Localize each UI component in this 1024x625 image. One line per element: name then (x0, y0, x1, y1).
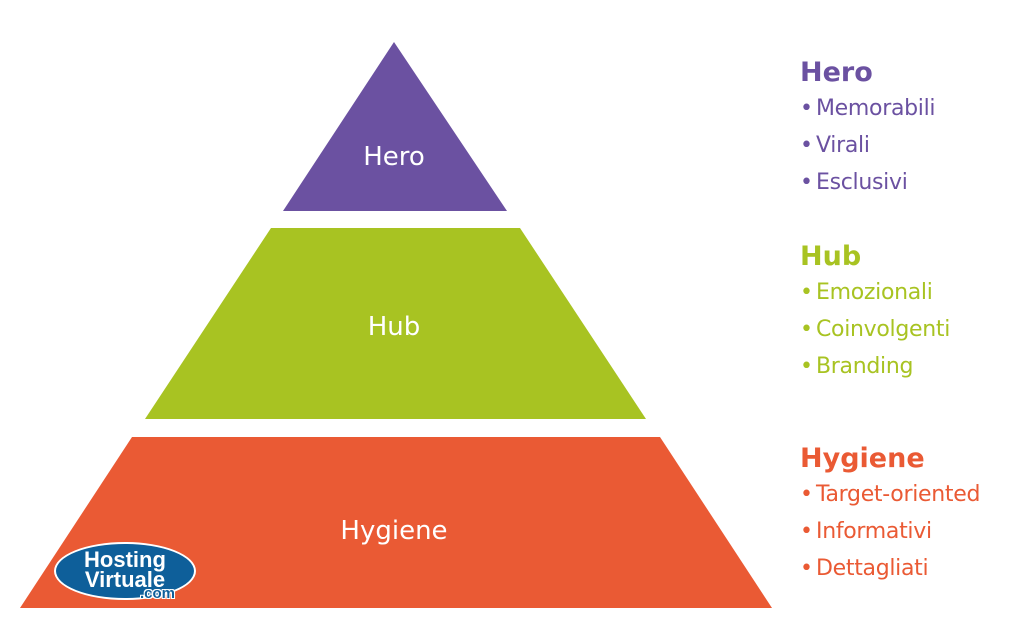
legend-hub-item-text: Coinvolgenti (816, 317, 951, 342)
legend-hub-item: •Branding (800, 348, 1020, 385)
bullet-icon: • (800, 280, 813, 305)
bullet-icon: • (800, 317, 813, 342)
legend-hero-list: •Memorabili •Virali •Esclusivi (800, 90, 1020, 201)
legend-hero-item: •Virali (800, 127, 1020, 164)
legend-hub-item-text: Branding (816, 354, 914, 379)
legend-hub-item: •Coinvolgenti (800, 311, 1020, 348)
legend-hub-item: •Emozionali (800, 274, 1020, 311)
legend-hygiene-list: •Target-oriented •Informativi •Dettaglia… (800, 476, 1020, 587)
legend-hygiene-item-text: Informativi (816, 519, 932, 544)
logo-text-line3: .com (140, 585, 176, 602)
bullet-icon: • (800, 556, 813, 581)
bullet-icon: • (800, 354, 813, 379)
hero-tier-label: Hero (363, 142, 425, 172)
bullet-icon: • (800, 519, 813, 544)
legend-hero-item-text: Memorabili (816, 96, 936, 121)
bullet-icon: • (800, 133, 813, 158)
legend-hero-item: •Memorabili (800, 90, 1020, 127)
legend-hygiene-item-text: Dettagliati (816, 556, 929, 581)
logo-text-line1: Hosting (84, 547, 166, 572)
hub-tier (145, 228, 646, 419)
legend-hub-item-text: Emozionali (816, 280, 933, 305)
hero-tier (283, 42, 507, 211)
legend-hero-item-text: Esclusivi (816, 170, 908, 195)
logo-text-line2: Virtuale (84, 567, 166, 592)
hygiene-tier-label: Hygiene (340, 516, 447, 546)
legend-hub: Hub •Emozionali •Coinvolgenti •Branding (800, 240, 1020, 385)
legend-hygiene: Hygiene •Target-oriented •Informativi •D… (800, 442, 1020, 587)
bullet-icon: • (800, 96, 813, 121)
logo-oval (54, 542, 196, 600)
hub-tier-label: Hub (368, 312, 421, 342)
bullet-icon: • (800, 170, 813, 195)
legend-hero-item-text: Virali (816, 133, 870, 158)
legend-hub-list: •Emozionali •Coinvolgenti •Branding (800, 274, 1020, 385)
legend-hero: Hero •Memorabili •Virali •Esclusivi (800, 56, 1020, 201)
legend-hygiene-item: •Informativi (800, 513, 1020, 550)
legend-hero-item: •Esclusivi (800, 164, 1020, 201)
legend-hero-title: Hero (800, 57, 873, 88)
legend-hygiene-title: Hygiene (800, 443, 925, 474)
hygiene-tier (20, 437, 772, 608)
hosting-virtuale-logo: Hosting Virtuale .com (50, 540, 200, 606)
legend-hygiene-item-text: Target-oriented (816, 482, 981, 507)
legend-hygiene-item: •Target-oriented (800, 476, 1020, 513)
bullet-icon: • (800, 482, 813, 507)
legend-hub-title: Hub (800, 241, 862, 272)
legend-hygiene-item: •Dettagliati (800, 550, 1020, 587)
